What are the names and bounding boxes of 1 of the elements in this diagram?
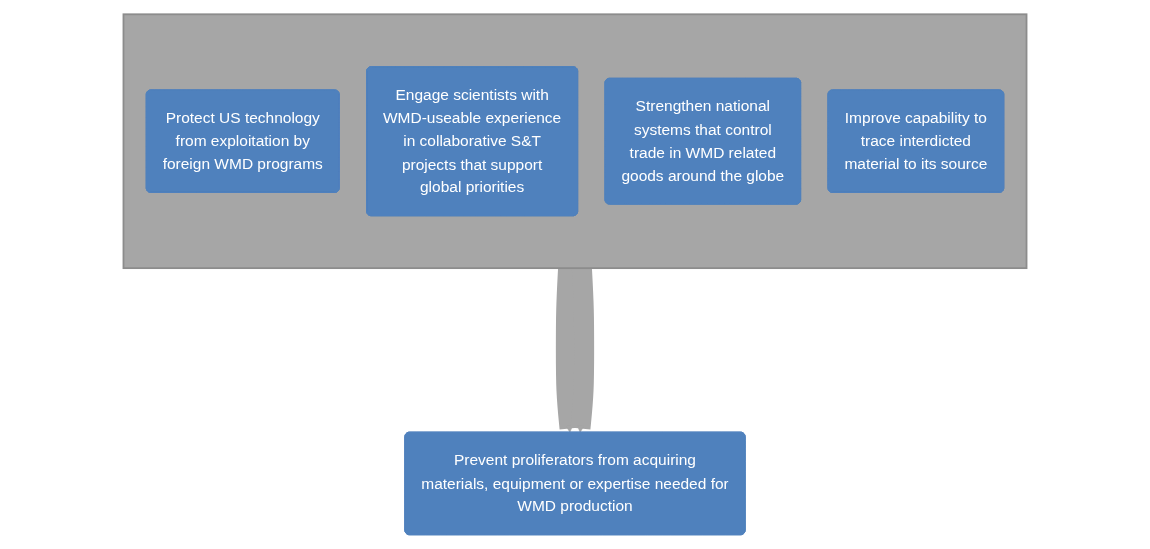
cluster [122, 13, 1028, 270]
